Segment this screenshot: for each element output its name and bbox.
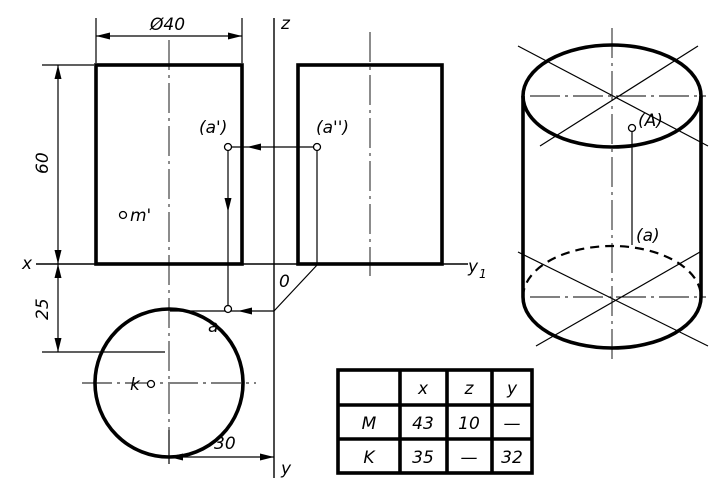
table-cell-k-x: 35 <box>412 448 434 468</box>
iso-cylinder: (A) (a) <box>517 28 709 360</box>
origin-label: 0 <box>279 272 290 292</box>
dim-diam-arrow-left <box>96 32 110 40</box>
label-a-side: (a'') <box>316 118 349 138</box>
table-cell-m-name: M <box>362 414 377 434</box>
dim-25-arrow-bottom <box>54 338 62 352</box>
table-cell-m-z: 10 <box>458 414 480 434</box>
table-cell-m-y: — <box>504 414 521 434</box>
table-header-y: y <box>506 379 518 399</box>
axis-z-label: z <box>280 14 291 34</box>
axis-y-bottom-label: y <box>280 459 292 479</box>
point-k-top <box>146 379 156 389</box>
iso-point-A <box>627 123 637 133</box>
proj-arrow-a-top <box>238 307 252 315</box>
table-cell-k-y: 32 <box>501 448 523 468</box>
dim-offset-label: 25 <box>33 298 53 320</box>
label-a-top: a <box>208 317 218 337</box>
dim-h-arrow-top <box>54 65 62 79</box>
dim-30-arrow-right <box>260 453 274 461</box>
dim-diameter-label: Ø40 <box>149 15 185 35</box>
iso-bottom-ellipse-back <box>521 244 703 298</box>
point-m-front <box>118 210 128 220</box>
label-a-front: (a') <box>199 118 227 138</box>
iso-bottom-axis-2 <box>535 251 701 347</box>
table-cell-k-name: K <box>363 448 376 468</box>
table-border <box>336 368 534 475</box>
origin-fold-line <box>273 263 319 312</box>
table-cell-m-x: 43 <box>412 414 434 434</box>
dim-h-arrow-bottom <box>54 250 62 264</box>
label-m-front: m' <box>130 206 151 226</box>
table-cell-k-z: — <box>461 448 478 468</box>
axis-x-label: x <box>21 254 33 274</box>
label-k-top: k <box>130 375 141 395</box>
iso-label-a: (a) <box>636 226 660 246</box>
dim-bottom-label: 30 <box>214 434 236 454</box>
dim-height-label: 60 <box>33 152 53 174</box>
dim-25-arrow-top <box>54 264 62 278</box>
coordinates-table: x z y M 43 10 — K 35 — 32 <box>336 368 534 475</box>
table-header-z: z <box>464 379 475 399</box>
proj-arrow-a-down <box>224 198 232 212</box>
axis-y1-label: y <box>467 257 479 277</box>
point-a-top <box>223 304 233 314</box>
table-header-x: x <box>417 379 429 399</box>
dim-diam-arrow-right <box>228 32 242 40</box>
dim-30-arrow-left <box>169 453 183 461</box>
iso-label-A: (A) <box>638 111 663 131</box>
point-a-front <box>223 142 233 152</box>
axis-y1-subscript: 1 <box>479 267 487 281</box>
proj-arrow-a-front <box>247 143 261 151</box>
iso-bottom-ellipse-front <box>521 296 703 350</box>
point-a-side <box>312 142 322 152</box>
